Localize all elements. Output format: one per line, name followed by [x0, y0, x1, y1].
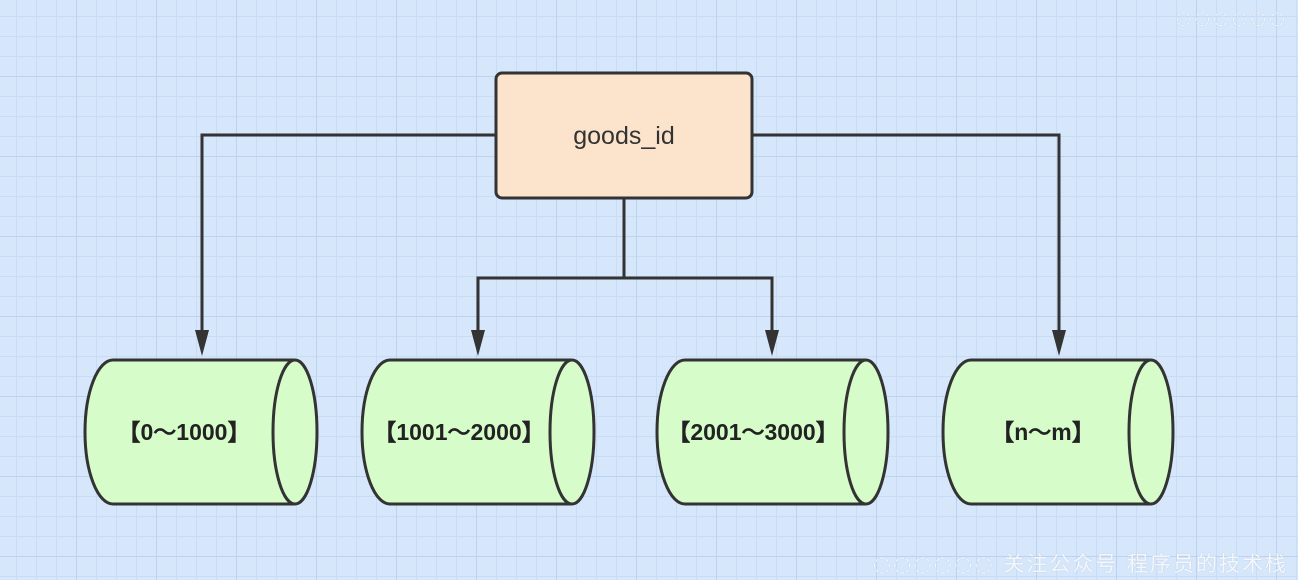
shard-db-2-end — [548, 358, 573, 506]
shard-db-1-end — [271, 358, 296, 506]
shard-db-1-label: 【0～1000】 — [118, 419, 251, 445]
connector-to-shard-1 — [200, 133, 496, 330]
connector-to-shard-2 — [476, 276, 624, 330]
connector-to-shard-4 — [752, 133, 1061, 330]
watermark-bottom: ◌◌◌◌◌◌ 关注公众号 程序员的技术栈 — [872, 552, 1288, 576]
arrowheads — [195, 330, 1066, 356]
root-node-label: goods_id — [573, 122, 674, 150]
shard-db-3: 【2001～3000】 — [655, 358, 890, 506]
shard-db-2: 【1001～2000】 — [360, 358, 596, 506]
shard-db-4-end — [1127, 358, 1152, 506]
arrowhead-shard-1 — [195, 330, 209, 356]
shard-db-3-end — [842, 358, 867, 506]
shard-db-4: 【n～m】 — [941, 358, 1175, 506]
connectors — [200, 133, 1061, 330]
connector-to-shard-3 — [624, 276, 774, 330]
shard-db-2-label: 【1001～2000】 — [373, 419, 544, 445]
arrowhead-shard-4 — [1052, 330, 1066, 356]
arrowhead-shard-2 — [471, 330, 485, 356]
shard-db-3-label: 【2001～3000】 — [667, 419, 838, 445]
arrowhead-shard-3 — [765, 330, 779, 356]
shard-db-1: 【0～1000】 — [83, 358, 319, 506]
shard-db-4-label: 【n～m】 — [991, 419, 1095, 445]
watermark-top: ◌◌◌◌◌◌ — [1175, 8, 1288, 29]
root-node: goods_id — [494, 71, 754, 200]
root-node-box — [494, 71, 754, 200]
